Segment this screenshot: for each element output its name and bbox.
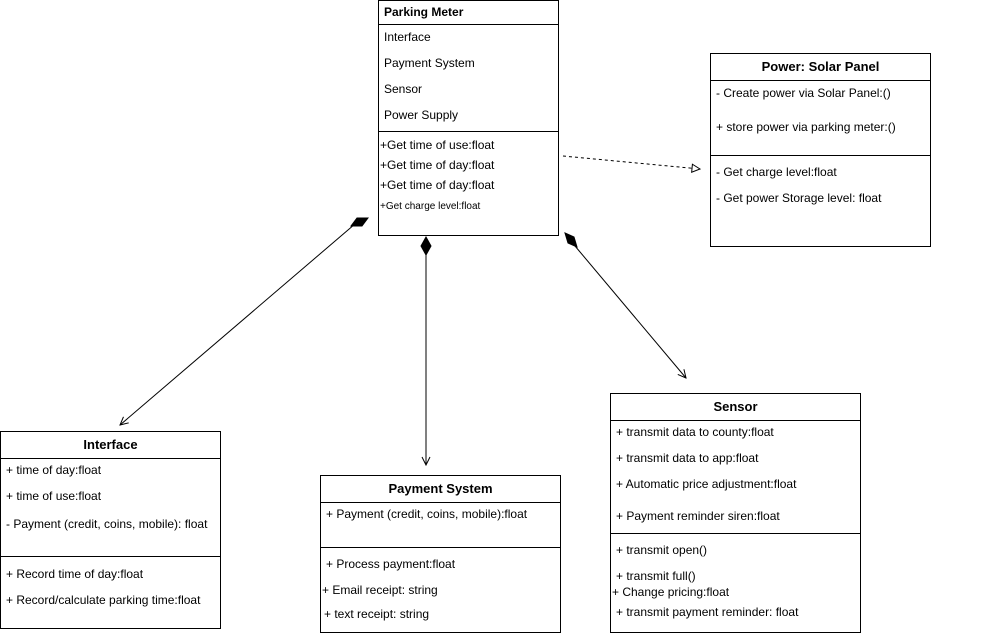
solar-panel-divider <box>711 155 930 156</box>
solar-panel-operation: - Get power Storage level: float <box>716 191 882 205</box>
sensor-attribute: + Automatic price adjustment:float <box>616 477 797 491</box>
interface-divider <box>1 556 220 557</box>
parking-meter-operation: +Get time of use:float <box>380 138 495 152</box>
interface-attribute: + time of day:float <box>6 463 102 477</box>
payment-system-operation: + text receipt: string <box>324 607 430 621</box>
payment-system-class[interactable]: Payment System + Payment (credit, coins,… <box>320 475 561 633</box>
payment-system-divider <box>321 547 560 548</box>
interface-attribute: - Payment (credit, coins, mobile): float <box>6 517 208 531</box>
sensor-operation: + Change pricing:float <box>612 585 730 599</box>
interface-attribute: + time of use:float <box>6 489 102 503</box>
sensor-divider <box>611 533 860 534</box>
payment-system-attribute: + Payment (credit, coins, mobile):float <box>326 507 528 521</box>
dependency-solar-connector[interactable] <box>562 155 700 169</box>
parking-meter-attribute: Payment System <box>384 56 475 70</box>
parking-meter-operation: +Get charge level:float <box>380 201 481 212</box>
solar-panel-attribute: + store power via parking meter:() <box>716 120 896 134</box>
solar-panel-class[interactable]: Power: Solar Panel - Create power via So… <box>710 53 931 247</box>
solar-panel-attribute: - Create power via Solar Panel:() <box>716 86 891 100</box>
interface-class[interactable]: Interface + time of day:float + time of … <box>0 431 221 629</box>
interface-title: Interface <box>1 432 220 459</box>
composition-interface-connector[interactable] <box>120 217 369 425</box>
sensor-attribute: + transmit data to county:float <box>616 425 774 439</box>
composition-payment-connector[interactable] <box>420 235 432 465</box>
payment-system-operation: + Email receipt: string <box>322 583 438 597</box>
parking-meter-title: Parking Meter <box>379 1 558 25</box>
solar-panel-title: Power: Solar Panel <box>711 54 930 81</box>
solar-panel-operation: - Get charge level:float <box>716 165 837 179</box>
composition-sensor-connector[interactable] <box>564 232 686 378</box>
parking-meter-operation: +Get time of day:float <box>380 178 495 192</box>
interface-operation: + Record time of day:float <box>6 567 144 581</box>
sensor-attribute: + transmit data to app:float <box>616 451 759 465</box>
payment-system-operation: + Process payment:float <box>326 557 456 571</box>
parking-meter-class[interactable]: Parking Meter Interface Payment System S… <box>378 0 559 236</box>
sensor-operation: + transmit payment reminder: float <box>616 605 799 619</box>
parking-meter-operation: +Get time of day:float <box>380 158 495 172</box>
parking-meter-attribute: Sensor <box>384 82 423 96</box>
sensor-class[interactable]: Sensor + transmit data to county:float +… <box>610 393 861 633</box>
sensor-attribute: + Payment reminder siren:float <box>616 509 780 523</box>
interface-operation: + Record/calculate parking time:float <box>6 593 201 607</box>
payment-system-title: Payment System <box>321 476 560 503</box>
sensor-title: Sensor <box>611 394 860 421</box>
sensor-operation: + transmit full() <box>616 569 696 583</box>
parking-meter-divider <box>379 131 558 132</box>
parking-meter-attribute: Power Supply <box>384 108 459 122</box>
sensor-operation: + transmit open() <box>616 543 708 557</box>
parking-meter-attribute: Interface <box>384 30 431 44</box>
